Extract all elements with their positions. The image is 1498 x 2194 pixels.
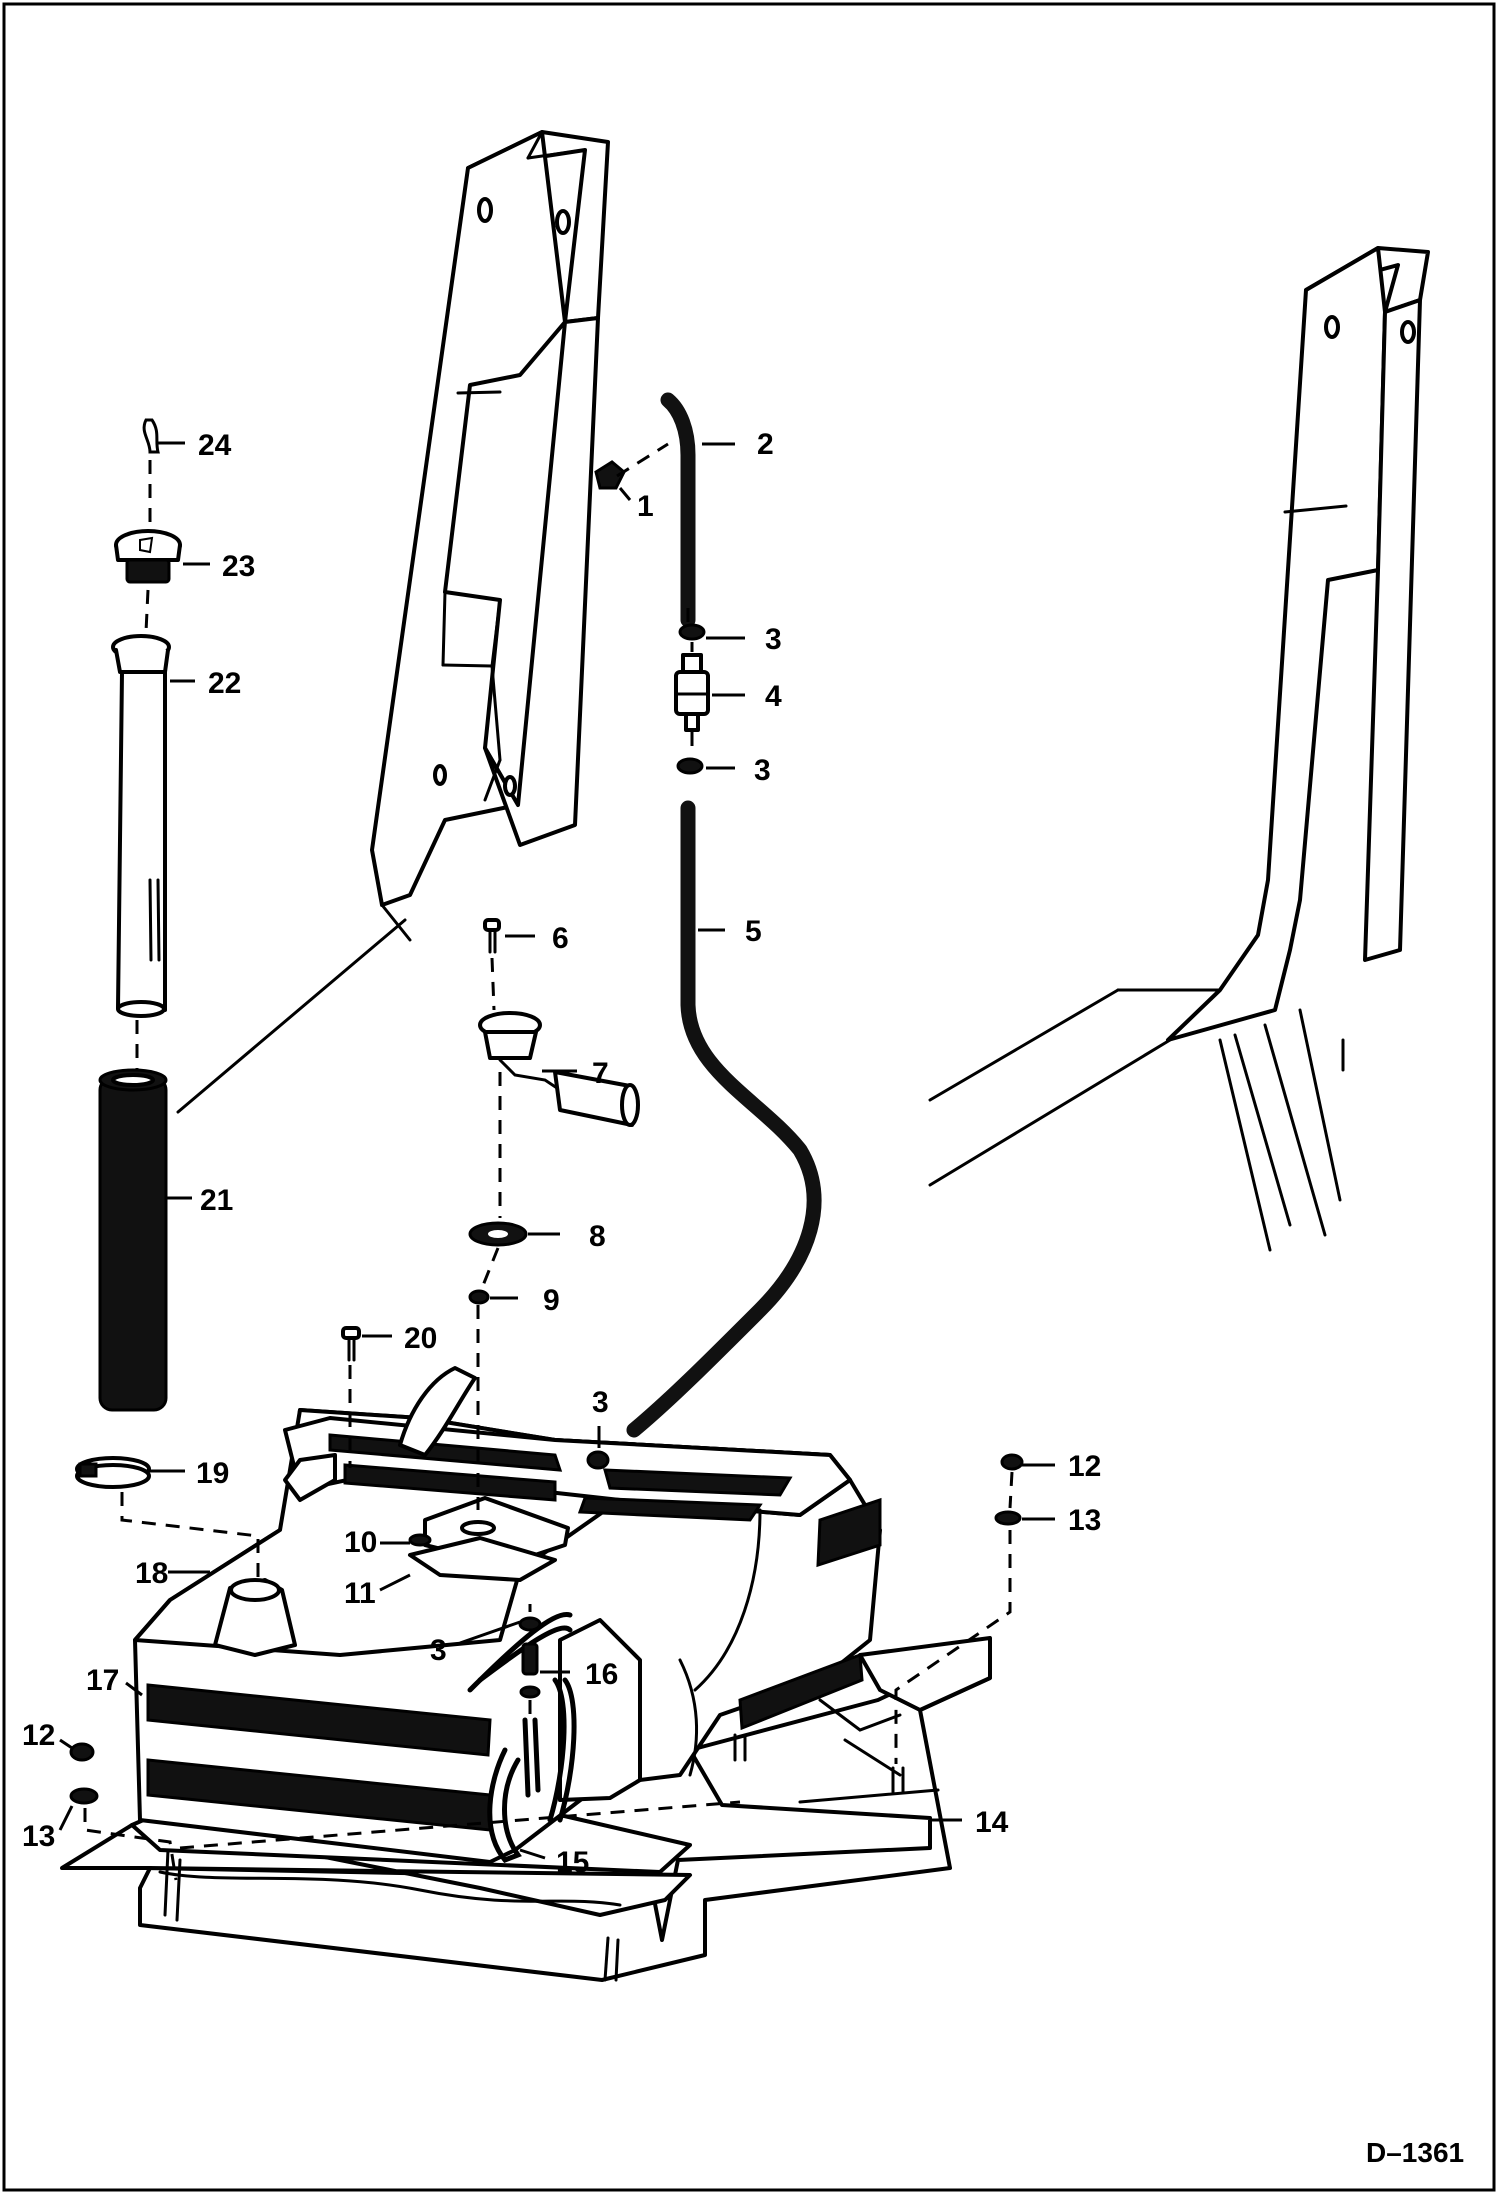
callout-label: 12: [1068, 1450, 1101, 1483]
callout-labels: 1 2 3 4 3 5 6 7 8 9 3 10 11 3 16 12 13 1…: [22, 428, 1101, 1879]
hose-clamp-19: [75, 1456, 151, 1489]
callout-label: 7: [592, 1057, 609, 1090]
callout-label: 16: [585, 1658, 618, 1691]
callout-label: 23: [222, 550, 255, 583]
hose-5: [626, 800, 822, 1438]
nut-12-right: [1000, 1453, 1024, 1471]
callout-label: 4: [765, 680, 782, 713]
callout-label: 22: [208, 667, 241, 700]
nut-12-left: [69, 1742, 95, 1762]
callout-label: 19: [196, 1457, 229, 1490]
screw-20: [341, 1326, 361, 1362]
washer-13-left: [69, 1787, 99, 1805]
callout-label: 13: [22, 1820, 55, 1853]
callout-label: 5: [745, 915, 762, 948]
fuel-tank: [133, 1366, 882, 1864]
leader-lines: [58, 441, 1055, 1860]
gasket-8: [468, 1221, 528, 1247]
clamp-3-lower: [676, 757, 704, 775]
callout-label: 3: [754, 754, 771, 787]
callout-label: 13: [1068, 1504, 1101, 1537]
callout-label: 14: [975, 1806, 1009, 1839]
callout-label: 3: [592, 1386, 609, 1419]
vent-hose-2: [660, 392, 696, 628]
callout-label: 18: [135, 1557, 168, 1590]
clamp-3-upper: [678, 623, 706, 641]
in-line-filter-16: [518, 1616, 542, 1699]
callout-label: 21: [200, 1184, 233, 1217]
filter-4: [674, 653, 710, 732]
sender-7: [478, 1011, 640, 1127]
callout-label: 3: [765, 623, 782, 656]
cotter-pin-24: [142, 418, 160, 454]
callout-label: 17: [86, 1664, 119, 1697]
left-upright: [176, 130, 610, 1114]
washer-10: [408, 1533, 432, 1547]
filler-cap-23: [114, 529, 182, 584]
callout-label: 6: [552, 922, 569, 955]
callout-label: 9: [543, 1284, 560, 1317]
filler-neck-22: [111, 634, 171, 1018]
callout-label: 15: [556, 1846, 589, 1879]
washer-13-right: [994, 1510, 1022, 1526]
clamp-3-tank: [586, 1450, 610, 1470]
callout-label: 8: [589, 1220, 606, 1253]
fuel-line-15: [467, 1611, 577, 1863]
grommet-9: [468, 1289, 490, 1305]
callout-label: 11: [344, 1577, 376, 1610]
right-upright: [928, 246, 1430, 1252]
screw-6: [483, 918, 501, 954]
screw-1: [594, 460, 626, 490]
callout-label: 24: [198, 429, 232, 462]
callout-label: 12: [22, 1719, 55, 1752]
drawing-number: D–1361: [1366, 2137, 1464, 2168]
callout-label: 3: [430, 1634, 447, 1667]
assembly-centerlines: [83, 442, 1014, 1881]
callout-label: 20: [404, 1322, 437, 1355]
callout-label: 2: [757, 428, 774, 461]
filler-hose-21: [98, 1068, 168, 1412]
callout-label: 1: [637, 490, 654, 523]
callout-label: 10: [344, 1526, 377, 1559]
